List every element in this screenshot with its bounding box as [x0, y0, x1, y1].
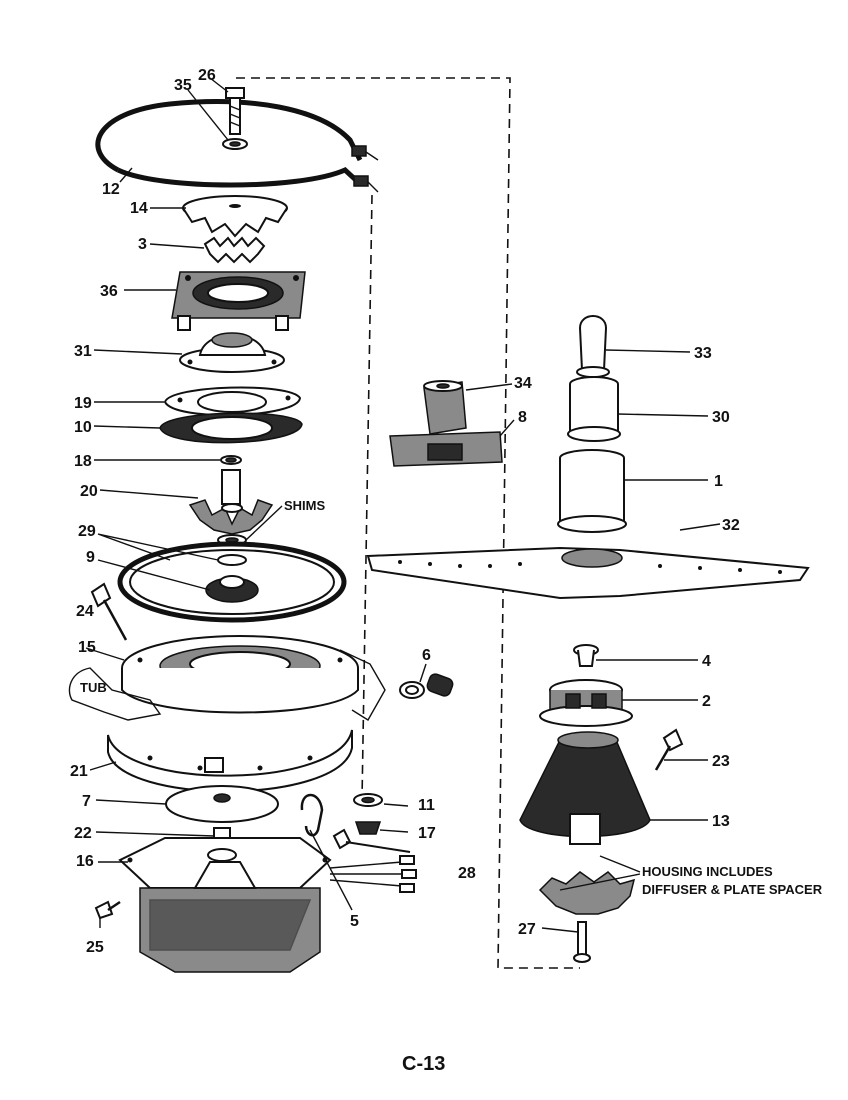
callout-labels: 26 35 12 14 3 36 31 19 10 18 20 SHIMS 29… — [70, 67, 823, 956]
callout-11: 11 — [418, 797, 435, 814]
callout-32: 32 — [722, 517, 740, 534]
bracket-8 — [389, 431, 503, 467]
bolt-24 — [90, 582, 128, 641]
callout-3: 3 — [138, 236, 147, 253]
callout-24: 24 — [76, 603, 94, 620]
screw-27 — [573, 921, 591, 963]
leader-lines — [85, 77, 721, 933]
seal-ring-9 — [117, 541, 347, 623]
callout-30: 30 — [712, 409, 730, 426]
housing-2 — [539, 679, 633, 727]
plate-19 — [163, 386, 302, 417]
callout-tub: TUB — [80, 680, 107, 695]
tube-1 — [557, 449, 627, 533]
nozzle-4 — [573, 644, 599, 667]
callout-16: 16 — [76, 853, 94, 870]
callout-shims: SHIMS — [284, 498, 326, 513]
callout-6: 6 — [422, 647, 431, 664]
screw-28 — [332, 828, 411, 853]
mounting-ring-21 — [107, 729, 353, 793]
screw-25 — [94, 900, 121, 920]
callout-1: 1 — [714, 473, 723, 490]
housing-plate-36 — [171, 271, 306, 331]
callout-35: 35 — [174, 77, 192, 94]
cap-31 — [179, 332, 285, 373]
callout-7: 7 — [82, 793, 91, 810]
callout-34: 34 — [514, 375, 532, 392]
callout-22: 22 — [74, 825, 92, 842]
plate-7 — [165, 785, 279, 823]
callout-36: 36 — [100, 283, 118, 300]
tub-outline — [68, 667, 162, 721]
housing-note-line-2: DIFFUSER & PLATE SPACER — [642, 882, 823, 897]
callout-26: 26 — [198, 67, 216, 84]
pump-housing-13 — [519, 731, 651, 845]
callout-14: 14 — [130, 200, 148, 217]
motor-16 — [118, 827, 417, 973]
callout-20: 20 — [80, 483, 98, 500]
bolt-26 — [225, 87, 245, 135]
heater-element — [95, 99, 379, 193]
spray-arm-32 — [366, 546, 810, 600]
callout-13: 13 — [712, 813, 730, 830]
housing-note-line-1: HOUSING INCLUDES — [642, 864, 773, 879]
screw-17 — [354, 821, 382, 835]
impeller-20 — [188, 469, 274, 535]
diffuser — [538, 871, 636, 915]
callout-23: 23 — [712, 753, 730, 770]
callout-8: 8 — [518, 409, 527, 426]
bolt-23 — [654, 728, 684, 771]
alignment-line-heater — [236, 77, 580, 969]
callout-21: 21 — [70, 763, 88, 780]
callout-18: 18 — [74, 453, 92, 470]
clip-5 — [300, 793, 324, 837]
callout-2: 2 — [702, 693, 711, 710]
callout-19: 19 — [74, 395, 92, 412]
callout-28: 28 — [458, 865, 476, 882]
page-number: C-13 — [402, 1053, 445, 1075]
callout-27: 27 — [518, 921, 536, 938]
grommet-11 — [353, 793, 383, 807]
callout-5: 5 — [350, 913, 359, 930]
callout-33: 33 — [694, 345, 712, 362]
clamp-6 — [399, 673, 454, 699]
pump-base-15 — [121, 635, 386, 721]
callout-15: 15 — [78, 639, 96, 656]
alignment-line-left — [361, 194, 373, 801]
callout-12: 12 — [102, 181, 120, 198]
callout-31: 31 — [74, 343, 92, 360]
callout-29: 29 — [78, 523, 96, 540]
callout-4: 4 — [702, 653, 711, 670]
tube-33 — [576, 315, 610, 378]
callout-10: 10 — [74, 419, 92, 436]
gasket-10 — [159, 412, 303, 444]
bushing-34 — [423, 380, 467, 435]
callout-9: 9 — [86, 549, 95, 566]
spacer-3 — [203, 236, 266, 264]
ring-18 — [220, 455, 242, 465]
washer-35 — [222, 138, 248, 150]
callout-25: 25 — [86, 939, 104, 956]
tube-30 — [567, 376, 621, 442]
cover-14 — [182, 195, 288, 238]
callout-17: 17 — [418, 825, 436, 842]
